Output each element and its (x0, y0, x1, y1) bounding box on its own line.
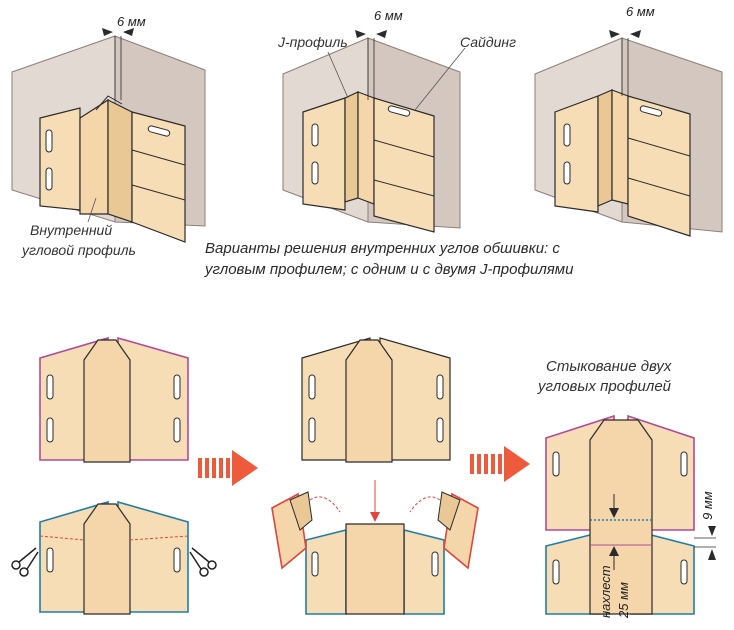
joined-profiles (545, 414, 716, 615)
overlap-label-line1: нахлест (598, 565, 613, 618)
scissors-icon-right (189, 547, 217, 577)
corner-variant-2 (282, 30, 466, 233)
corner-profile-top-left (39, 336, 189, 463)
scissors-icon (11, 547, 39, 577)
caption-line-2: угловым профилем; с одним и с двумя J-пр… (205, 261, 574, 278)
joint-title-line2: угловых профилей (538, 378, 672, 395)
dim-6mm-2: 6 мм (374, 8, 403, 23)
label-inner-profile-line2: угловой профиль (22, 242, 136, 258)
process-arrow-2 (470, 446, 530, 482)
corner-profile-middle-bottom (271, 480, 479, 615)
variants-caption: Варианты решения внутренних углов обшивк… (205, 238, 625, 280)
caption-line-1: Варианты решения внутренних углов обшивк… (205, 240, 560, 257)
process-arrow-1 (198, 450, 258, 486)
label-j-profile: J-профиль (278, 34, 348, 50)
corner-profile-bottom-left (11, 500, 217, 615)
overlap-label-line2: 25 мм (616, 582, 631, 618)
label-inner-profile-line1: Внутренний (30, 222, 113, 238)
corner-profile-middle-top (301, 337, 451, 463)
dim-6mm-3: 6 мм (626, 4, 655, 19)
label-siding: Сайдинг (460, 34, 516, 50)
corner-variant-3 (534, 30, 723, 237)
joint-title-line1: Стыкование двух (546, 358, 672, 375)
dim-9mm: 9 мм (700, 491, 715, 520)
dim-6mm-1: 6 мм (117, 14, 146, 29)
corner-variant-1 (11, 28, 206, 243)
